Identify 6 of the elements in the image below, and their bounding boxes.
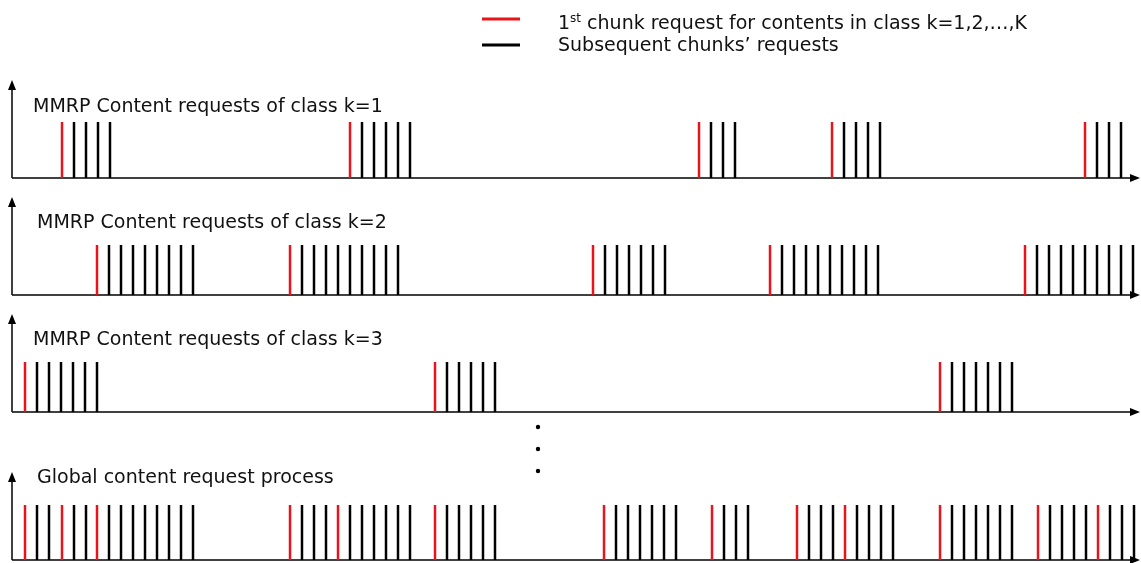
panel-title: MMRP Content requests of class k=1: [33, 94, 383, 116]
legend-text: Subsequent chunks’ requests: [558, 33, 839, 55]
panel-title: Global content request process: [37, 465, 334, 487]
legend-text: 1$^{st}$ chunk request for contents in class k=1,2,…,K: [558, 10, 1028, 34]
panel-title: MMRP Content requests of class k=2: [37, 210, 387, 232]
panel-title: MMRP Content requests of class k=3: [33, 327, 383, 349]
